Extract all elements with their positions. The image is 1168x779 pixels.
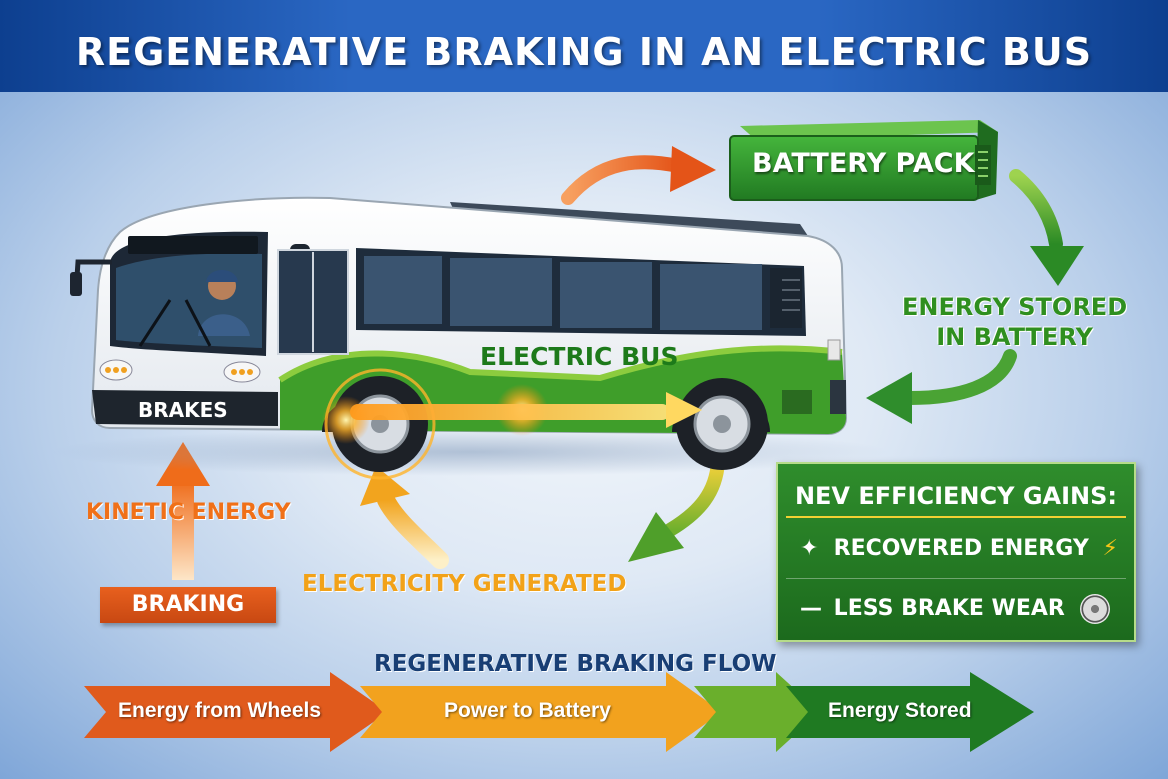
gain-item-less-brake-wear: — LESS BRAKE WEAR (800, 594, 1111, 624)
flow-step-3: Energy Stored (828, 699, 972, 722)
brake-disc-icon (1080, 594, 1111, 624)
arrow-to-battery (561, 146, 716, 205)
flow-step-2: Power to Battery (444, 699, 611, 722)
arrow-to-bus (866, 349, 1017, 424)
gains-divider (786, 516, 1126, 518)
battery-pack-icon (729, 120, 998, 201)
arrow-battery-down (1009, 169, 1084, 286)
gain-item-label: RECOVERED ENERGY (833, 536, 1089, 561)
braking-label: BRAKING (100, 587, 276, 623)
gains-row-divider (786, 578, 1126, 579)
sparkle-icon: ✦ (800, 536, 819, 561)
flow-arrows (84, 672, 1034, 752)
brakes-label: BRAKES (138, 398, 228, 422)
arrow-electricity-up (360, 466, 449, 569)
gain-item-recovered-energy: ✦ RECOVERED ENERGY ⚡ (800, 536, 1118, 561)
flow-step-1: Energy from Wheels (118, 699, 322, 722)
efficiency-gains-title: NEV EFFICIENCY GAINS: (794, 482, 1118, 510)
efficiency-gains-panel: NEV EFFICIENCY GAINS: ✦ RECOVERED ENERGY… (776, 462, 1136, 642)
dash-icon: — (800, 596, 822, 621)
gain-item-label: LESS BRAKE WEAR (833, 596, 1065, 621)
battery-pack-label: BATTERY PACK (752, 148, 975, 179)
energy-stored-line1: ENERGY STORED (902, 293, 1128, 321)
electric-bus-label: ELECTRIC BUS (480, 342, 679, 371)
electricity-generated-label: ELECTRICITY GENERATED (302, 571, 627, 597)
energy-stored-line2: IN BATTERY (936, 323, 1093, 351)
electric-bus-illustration (50, 196, 890, 480)
arrow-wheel-down (628, 455, 725, 562)
page-title: REGENERATIVE BRAKING IN AN ELECTRIC BUS (75, 30, 1093, 74)
energy-stored-label: ENERGY STORED IN BATTERY (902, 292, 1127, 352)
title-band (0, 0, 1168, 92)
kinetic-energy-label: KINETIC ENERGY (86, 500, 291, 525)
flow-title: REGENERATIVE BRAKING FLOW (374, 651, 777, 677)
lightning-icon: ⚡ (1102, 536, 1118, 561)
